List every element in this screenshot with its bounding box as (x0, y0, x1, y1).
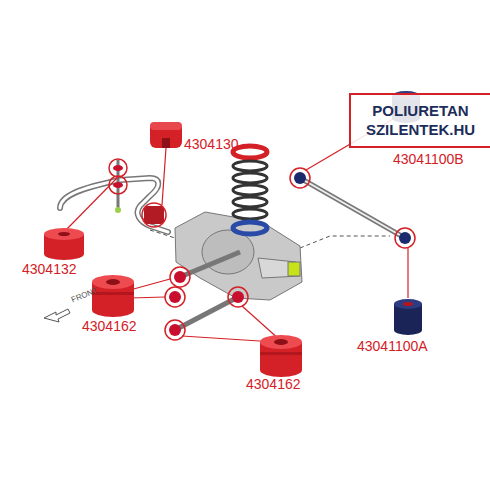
panhard-rod (300, 178, 405, 238)
red-bushing (44, 228, 84, 260)
lower-seat (233, 222, 267, 234)
part-number: 43041100A (357, 338, 428, 354)
bump-stop (288, 262, 300, 276)
blue-bushing (394, 299, 422, 335)
watermark-text: POLIURETAN SZILENTEK.HU (355, 101, 486, 139)
front-arrow (44, 309, 70, 322)
part-number: 43041100B (393, 151, 464, 167)
part-number: 4304132 (22, 261, 77, 277)
coil-spring (233, 161, 267, 219)
sway-bar (60, 178, 168, 232)
leader-line (64, 177, 118, 232)
red-bushing (150, 122, 182, 148)
leader-line (162, 148, 166, 205)
red-bushing (92, 275, 134, 317)
part-number: 4304162 (82, 318, 137, 334)
bar-bushing (144, 206, 164, 224)
part-number: 4304162 (246, 376, 301, 392)
red-bushing (260, 335, 302, 377)
highlight-circle (109, 159, 127, 177)
highlight-circle (109, 176, 127, 194)
watermark-box: POLIURETAN SZILENTEK.HU (349, 93, 490, 148)
part-number: 4304130 (184, 136, 239, 152)
